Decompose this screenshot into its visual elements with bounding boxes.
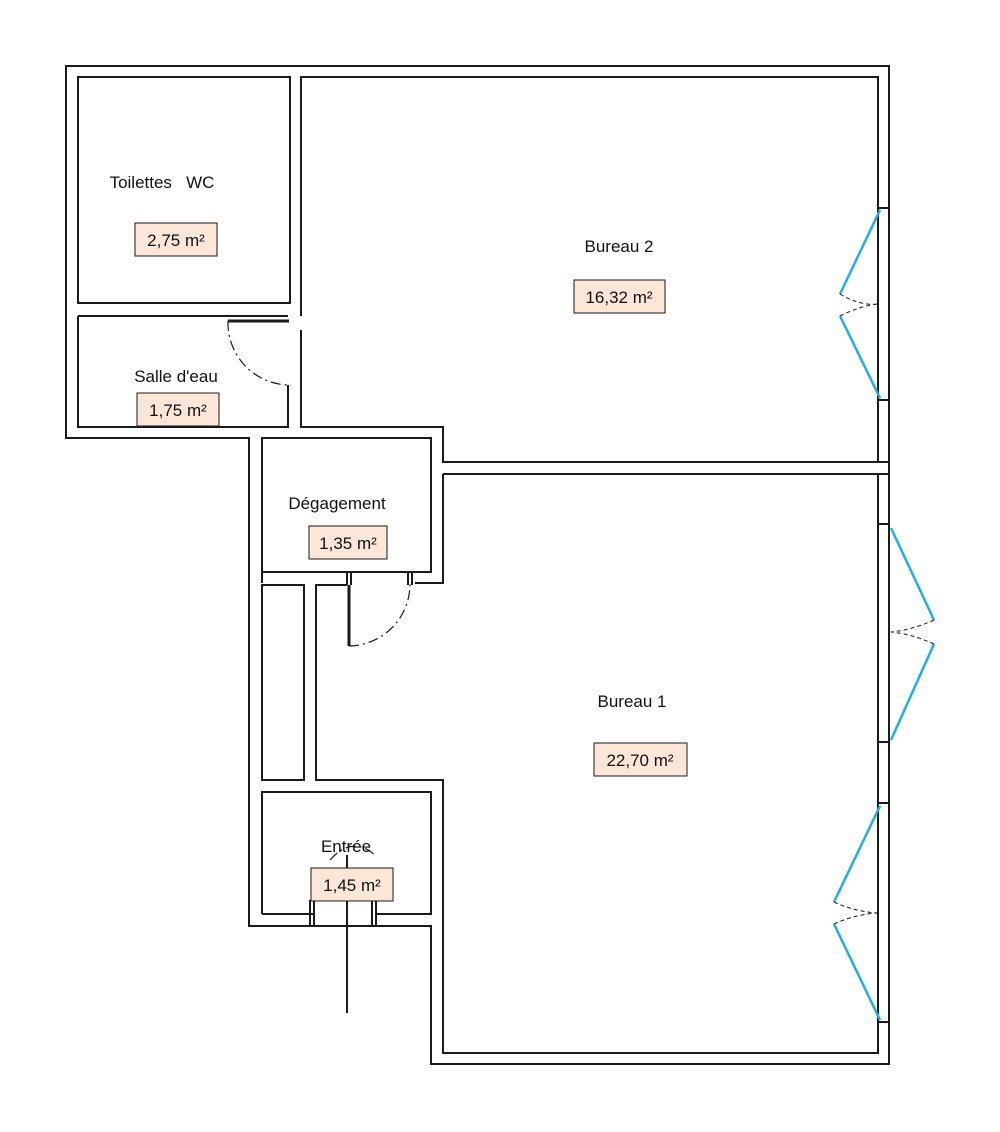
wall-closet [261, 584, 305, 781]
area-toilettes: 2,75 m² [147, 231, 205, 250]
label-bureau2: Bureau 2 [585, 237, 654, 256]
window-bureau2 [838, 209, 882, 399]
door-swing-degagement [348, 583, 411, 647]
wall-degagement-bottom [261, 572, 444, 584]
label-salle-eau: Salle d'eau [134, 367, 218, 386]
wall-toilettes [77, 76, 291, 304]
area-bureau2: 16,32 m² [585, 288, 652, 307]
wall-bureau1 [315, 473, 879, 1054]
area-badge-toilettes [134, 222, 218, 257]
window-bureau2-swing [839, 293, 879, 317]
area-degagement: 1,35 m² [319, 534, 377, 553]
label-degagement: Dégagement [288, 494, 386, 513]
area-badge-degagement [308, 525, 388, 560]
area-badge-salle-eau [136, 392, 220, 427]
area-badge-entree [310, 867, 394, 902]
door-swing-entree [329, 845, 376, 861]
wall-bureau2 [300, 76, 879, 463]
window-bureau1-lower-swing [833, 901, 879, 925]
outer-wall [65, 65, 890, 1065]
area-badge-bureau1 [593, 742, 688, 777]
window-bureau1-lower [832, 805, 882, 1021]
doors [227, 319, 411, 1013]
room-labels: Toilettes WC 2,75 m² Salle d'eau 1,75 m²… [110, 173, 688, 902]
window-bureau1-upper-swing [890, 619, 935, 645]
door-jambs [309, 572, 413, 926]
wall-ticks [878, 207, 889, 1023]
walls [65, 65, 890, 1065]
area-salle-eau: 1,75 m² [149, 401, 207, 420]
area-badge-bureau2 [573, 279, 666, 314]
label-toilettes: Toilettes WC [110, 173, 215, 192]
label-bureau1: Bureau 1 [598, 692, 667, 711]
wall-salle-eau [77, 315, 289, 428]
wall-degagement [261, 437, 432, 573]
wall-entree [261, 791, 432, 915]
area-entree: 1,45 m² [323, 876, 381, 895]
door-swing-salle-eau [227, 320, 291, 386]
label-entree: Entrée [321, 837, 371, 856]
window-bureau1-upper [889, 527, 936, 741]
area-bureau1: 22,70 m² [606, 751, 673, 770]
windows [832, 209, 936, 1021]
